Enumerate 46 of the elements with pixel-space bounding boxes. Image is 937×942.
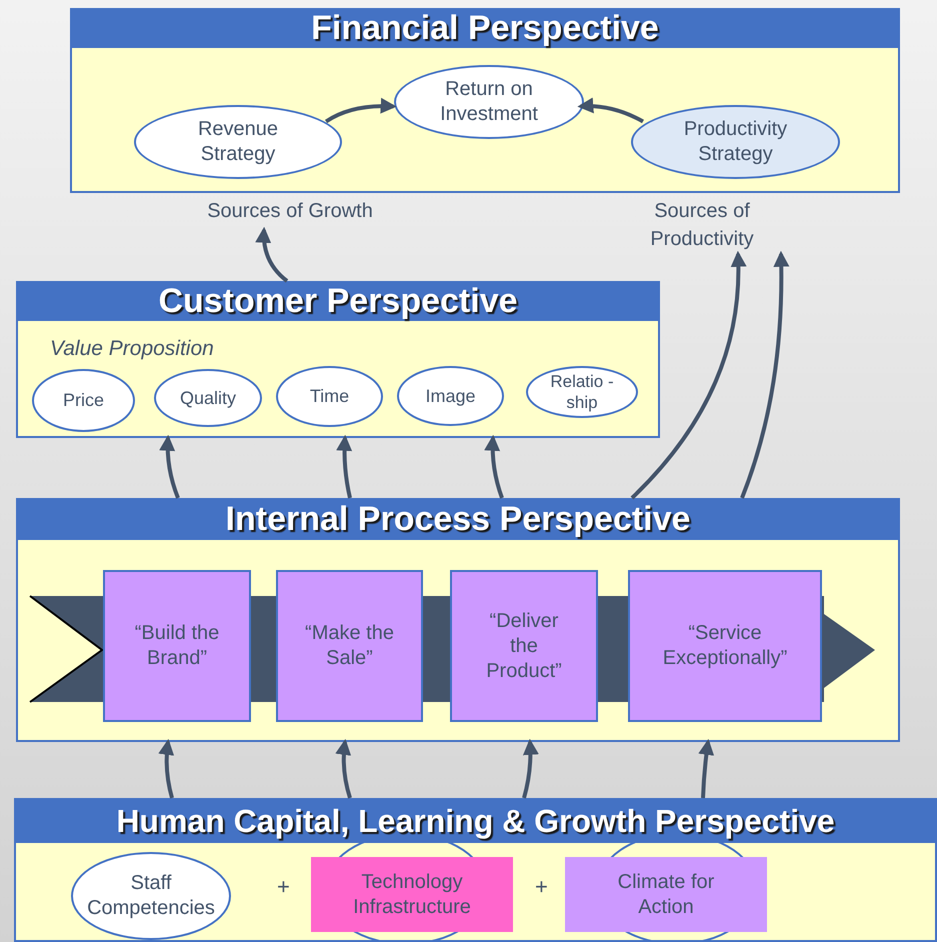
arrow xyxy=(336,434,352,498)
process-box xyxy=(628,570,822,722)
arrow xyxy=(630,250,746,500)
node-label: Sources of Growth xyxy=(207,199,373,224)
node-label: “Deliver the Product” xyxy=(485,608,563,684)
node-label: Revenue Strategy xyxy=(196,117,280,167)
node-label: Internal Process Perspective xyxy=(226,502,690,536)
node-label: Technology Infrastructure xyxy=(352,870,472,920)
perspective-panel xyxy=(16,281,660,438)
perspective-panel xyxy=(16,498,900,742)
process-box xyxy=(565,857,767,932)
node-label: “Make the Sale” xyxy=(304,621,395,671)
arrow xyxy=(158,738,174,799)
arrow xyxy=(740,250,790,499)
process-box xyxy=(276,570,423,722)
perspective-panel xyxy=(14,798,937,942)
node-label: Time xyxy=(310,385,350,408)
arrow xyxy=(336,738,352,799)
arrow xyxy=(325,98,397,124)
node-label: “Build the Brand” xyxy=(134,621,220,671)
node-label: Image xyxy=(425,384,476,408)
process-box xyxy=(450,570,598,722)
node-label: Value Proposition xyxy=(50,337,214,360)
arrow xyxy=(484,434,504,499)
process-box xyxy=(311,857,513,932)
arrow xyxy=(577,98,644,124)
arrow xyxy=(159,434,180,499)
arrow xyxy=(256,226,288,283)
node-label: Quality xyxy=(180,386,236,410)
arrow xyxy=(522,738,539,799)
node-label: Relatio -ship xyxy=(550,370,614,414)
node-label: Price xyxy=(62,389,104,412)
node-label: Staff Competencies xyxy=(86,871,216,921)
plus-sign: + xyxy=(277,873,290,901)
node-label: Return on Investment xyxy=(439,77,539,127)
node-label: Financial Perspective xyxy=(311,11,659,45)
node-label: “Service Exceptionally” xyxy=(662,621,788,671)
process-box xyxy=(103,570,251,722)
arrow xyxy=(698,738,714,798)
perspective-panel xyxy=(70,8,900,193)
node-label: Sources of Productivity xyxy=(649,199,755,252)
node-label: Customer Perspective xyxy=(158,284,518,318)
node-label: Climate for Action xyxy=(616,870,716,920)
node-label: Human Capital, Learning & Growth Perspective xyxy=(116,804,835,836)
plus-sign: + xyxy=(535,873,548,901)
node-label: Productivity Strategy xyxy=(682,117,788,167)
